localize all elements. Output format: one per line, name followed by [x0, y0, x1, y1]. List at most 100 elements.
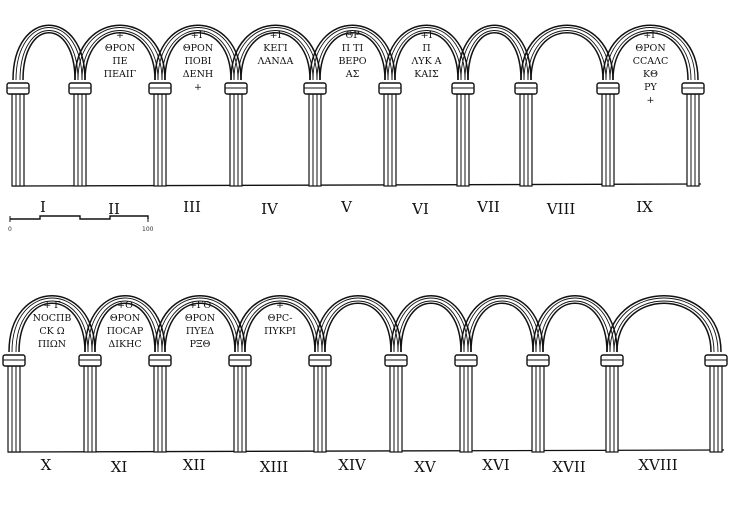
inscription-line: ΘΡΟΝ — [183, 43, 213, 54]
column — [384, 354, 408, 453]
scale-bar: 0 100 — [8, 215, 154, 233]
arch — [390, 295, 472, 353]
column-capital — [378, 82, 402, 95]
inscription-line: +Ι — [421, 30, 433, 41]
inscription-line: ΘΡΟΝ — [110, 313, 140, 324]
arch — [606, 295, 722, 353]
column-capital — [596, 82, 620, 95]
inscription-line: ΔΙΚΗC — [108, 339, 141, 350]
inscription-line: + — [116, 30, 124, 41]
inscription-line: +ΓΟ — [189, 300, 212, 311]
column — [596, 82, 620, 187]
column — [308, 354, 332, 453]
column-capital — [514, 82, 538, 95]
inscription-line: ΛΥΚ Α — [410, 56, 441, 67]
column — [68, 82, 92, 187]
arch-numeral-label: XVIII — [638, 456, 677, 474]
inscription-line: ΠΟCΑΡ — [107, 326, 144, 337]
column — [148, 82, 172, 187]
inscription-line: ΘΡΟΝ — [185, 313, 215, 324]
column — [681, 82, 705, 187]
inscription-line: CΚ Ω — [39, 326, 64, 337]
column — [2, 354, 26, 453]
inscription-line: ΠΥΚΡΙ — [264, 326, 296, 337]
column-capital — [600, 354, 624, 367]
column-capital — [526, 354, 550, 367]
column-capital — [228, 354, 252, 367]
inscription-line: Π — [422, 43, 430, 54]
column — [78, 354, 102, 453]
column-capital — [224, 82, 248, 95]
arch-numeral-label: XVI — [482, 456, 510, 474]
inscription-line: ΒΕΡΟ — [338, 56, 366, 67]
inscription-line: ΚΕΓΙ — [263, 43, 288, 54]
column-capital — [303, 82, 327, 95]
arch-numeral-label: III — [183, 198, 201, 216]
inscription-line: + — [276, 300, 284, 311]
arch — [457, 24, 532, 81]
arch — [460, 295, 544, 353]
arch-numeral-label: VI — [411, 200, 429, 218]
column — [148, 354, 172, 453]
inscription-line: ΘΡ — [345, 30, 360, 41]
arch-numeral-label: I — [40, 198, 46, 216]
column — [704, 354, 728, 453]
column — [228, 354, 252, 453]
inscription-line: +Γ — [643, 30, 658, 41]
column-capital — [2, 354, 26, 367]
inscription-line: ΑΣ — [345, 69, 360, 80]
inscription-line: Π ΤΙ — [342, 43, 364, 54]
column-capital — [384, 354, 408, 367]
inscription-line: ΚΘ — [643, 69, 658, 80]
inscription-line: + — [647, 95, 655, 106]
column — [451, 82, 475, 187]
column — [6, 82, 30, 187]
inscription-line: ССΑΛC — [633, 56, 669, 67]
column — [454, 354, 478, 453]
column-capital — [451, 82, 475, 95]
inscription-line: +Ι — [270, 30, 282, 41]
inscription-line: ΘΡC- — [268, 313, 293, 324]
arch-numeral-label: XIII — [260, 458, 289, 476]
inscription-line: ΠΕ — [112, 56, 127, 67]
arch — [314, 295, 402, 353]
column-capital — [68, 82, 92, 95]
scale-start-label: 0 — [8, 226, 12, 233]
arch — [12, 24, 86, 81]
arch-numeral-label: XVII — [552, 458, 585, 476]
column-capital — [148, 354, 172, 367]
inscription: ΘΡ Π ΤΙ ΒΕΡΟ ΑΣ — [338, 30, 366, 80]
inscription-line: + Γ — [43, 300, 61, 311]
arch-numeral-label: IX — [636, 198, 653, 216]
inscription-line: ΡΥ — [644, 82, 657, 93]
inscription-line: +Γ — [191, 30, 206, 41]
column — [378, 82, 402, 187]
arch-numeral-label: XV — [414, 458, 437, 476]
arch — [532, 295, 618, 353]
inscription-line: ΚΑΙΣ — [414, 69, 439, 80]
scale-end-label: 100 — [142, 226, 154, 233]
inscription: + ΘΡC- ΠΥΚΡΙ — [264, 300, 296, 337]
arch-numeral-label: II — [108, 200, 120, 218]
inscription-line: ΠΟΒΙ — [185, 56, 212, 67]
column-capital — [148, 82, 172, 95]
column-capital — [681, 82, 705, 95]
column — [526, 354, 550, 453]
inscription-line: ΔΕΝΗ — [183, 69, 213, 80]
column-capital — [78, 354, 102, 367]
arch — [520, 24, 614, 81]
column — [303, 82, 327, 187]
arch-numeral-label: VIII — [546, 200, 576, 218]
arch-numeral-label: IV — [261, 200, 279, 218]
